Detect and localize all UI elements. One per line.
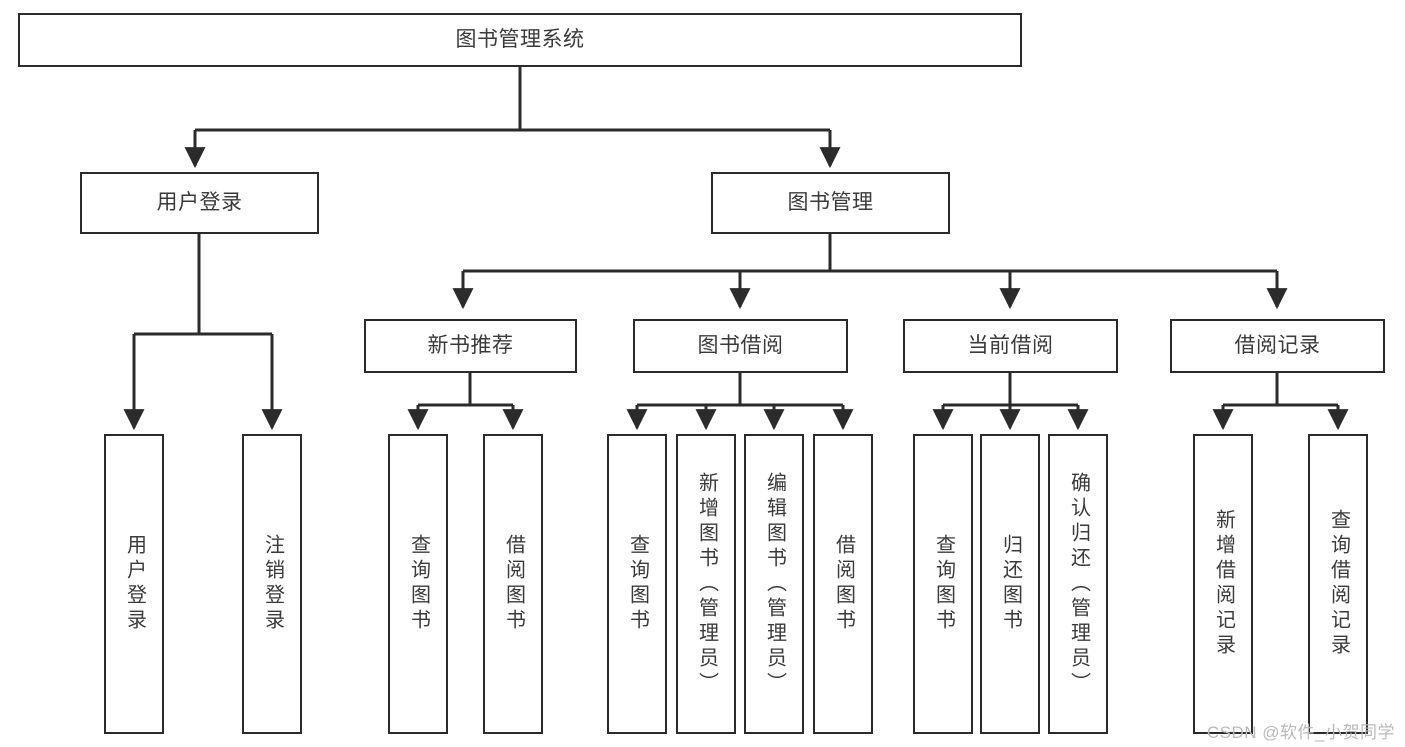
node-user-login[interactable]: 用户登录: [80, 172, 319, 234]
leaf-borrow-book-b[interactable]: 借阅图书: [813, 434, 873, 734]
leaf-confirm-return-label: 确认归还（管理员）: [1067, 471, 1090, 697]
node-book-manage-label: 图书管理: [787, 191, 874, 215]
leaf-borrow-book-a-label: 借阅图书: [502, 534, 525, 634]
node-user-login-label: 用户登录: [156, 191, 243, 215]
leaf-add-book[interactable]: 新增图书（管理员）: [676, 434, 736, 734]
node-book-borrow[interactable]: 图书借阅: [633, 319, 848, 373]
node-book-borrow-label: 图书借阅: [697, 334, 784, 358]
leaf-add-record[interactable]: 新增借阅记录: [1193, 434, 1253, 734]
node-book-manage[interactable]: 图书管理: [711, 172, 950, 234]
node-new-book-recommend[interactable]: 新书推荐: [364, 319, 577, 373]
leaf-add-book-label: 新增图书（管理员）: [695, 471, 718, 697]
leaf-query-book-b[interactable]: 查询图书: [607, 434, 667, 734]
leaf-borrow-book-a[interactable]: 借阅图书: [483, 434, 543, 734]
leaf-return-book-label: 归还图书: [999, 534, 1022, 634]
leaf-query-book-a-label: 查询图书: [407, 534, 430, 634]
node-current-borrow-label: 当前借阅: [967, 334, 1054, 358]
leaf-user-login-label: 用户登录: [123, 534, 146, 634]
leaf-borrow-book-b-label: 借阅图书: [832, 534, 855, 634]
leaf-return-book[interactable]: 归还图书: [980, 434, 1040, 734]
node-new-book-recommend-label: 新书推荐: [427, 334, 514, 358]
leaf-user-login[interactable]: 用户登录: [104, 434, 164, 734]
leaf-query-book-b-label: 查询图书: [626, 534, 649, 634]
leaf-query-record-label: 查询借阅记录: [1327, 509, 1350, 659]
node-borrow-record-label: 借阅记录: [1234, 334, 1321, 358]
leaf-query-book-a[interactable]: 查询图书: [388, 434, 448, 734]
node-root-label: 图书管理系统: [455, 28, 585, 52]
leaf-logout[interactable]: 注销登录: [242, 434, 302, 734]
csdn-watermark: CSDN @软件_小贺同学: [1206, 723, 1395, 742]
leaf-query-book-c[interactable]: 查询图书: [913, 434, 973, 734]
leaf-query-record[interactable]: 查询借阅记录: [1308, 434, 1368, 734]
leaf-edit-book-label: 编辑图书（管理员）: [763, 471, 786, 697]
node-current-borrow[interactable]: 当前借阅: [903, 319, 1118, 373]
node-borrow-record[interactable]: 借阅记录: [1170, 319, 1385, 373]
node-root[interactable]: 图书管理系统: [18, 13, 1022, 67]
leaf-query-book-c-label: 查询图书: [932, 534, 955, 634]
leaf-edit-book[interactable]: 编辑图书（管理员）: [744, 434, 804, 734]
leaf-add-record-label: 新增借阅记录: [1212, 509, 1235, 659]
leaf-confirm-return[interactable]: 确认归还（管理员）: [1048, 434, 1108, 734]
leaf-logout-label: 注销登录: [261, 534, 284, 634]
